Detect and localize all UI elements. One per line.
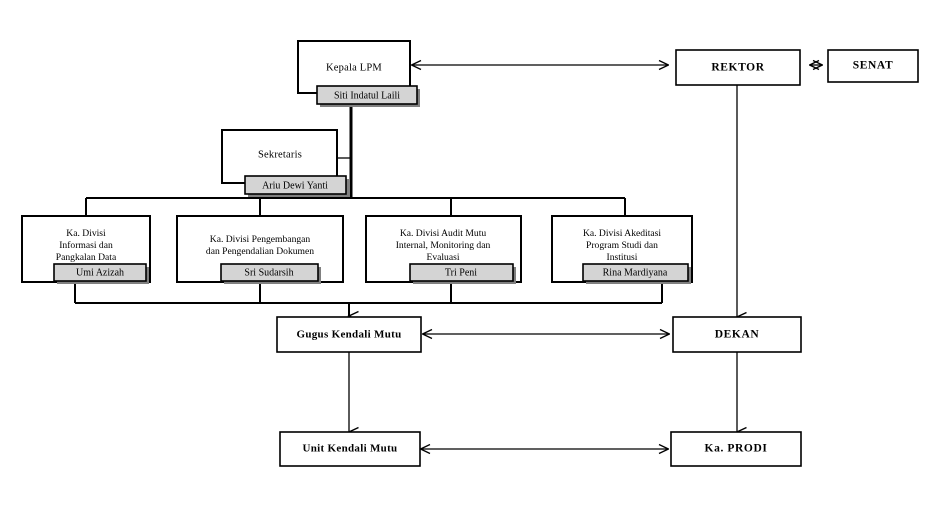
gugus-kendali-mutu-label: Gugus Kendali Mutu: [296, 329, 401, 341]
node-divisi-audit-mutu-internal[interactable]: Ka. Divisi Audit Mutu Internal, Monitori…: [365, 215, 522, 284]
divisi-1-person: Umi Azizah: [76, 267, 124, 278]
connector-division-distribution-bar: [85, 197, 626, 216]
node-ka-prodi[interactable]: Ka. PRODI: [670, 431, 802, 467]
node-divisi-pengembangan-pengendalian-dokumen[interactable]: Ka. Divisi Pengembangan dan Pengendalian…: [176, 215, 344, 284]
divisi-4-line2: Program Studi dan: [586, 240, 658, 251]
node-divisi-akreditasi-program-studi[interactable]: Ka. Divisi Akeditasi Program Studi dan I…: [551, 215, 693, 284]
divisi-4-line1: Ka. Divisi Akeditasi: [583, 228, 661, 239]
dekan-label: DEKAN: [715, 329, 760, 341]
kepala-lpm-label: Kepala LPM: [326, 62, 382, 73]
divisi-3-line3: Evaluasi: [426, 252, 459, 263]
divisi-3-line1: Ka. Divisi Audit Mutu: [400, 228, 487, 239]
sekretaris-label: Sekretaris: [258, 149, 302, 160]
connector-divisions-to-gugus: [74, 282, 663, 316]
rektor-label: REKTOR: [711, 62, 764, 74]
divisi-1-line3: Pangkalan Data: [56, 252, 117, 263]
divisi-1-line1: Ka. Divisi: [66, 228, 106, 239]
node-sekretaris[interactable]: Sekretaris Ariu Dewi Yanti: [221, 129, 349, 197]
node-kepala-lpm[interactable]: Kepala LPM Siti Indatul Laili: [297, 40, 420, 107]
divisi-3-line2: Internal, Monitoring dan: [396, 240, 491, 251]
divisi-2-line2: dan Pengendalian Dokumen: [206, 246, 314, 257]
node-dekan[interactable]: DEKAN: [672, 316, 802, 353]
ka-prodi-label: Ka. PRODI: [705, 443, 768, 455]
divisi-1-line2: Informasi dan: [59, 240, 113, 251]
node-rektor[interactable]: REKTOR: [675, 49, 801, 86]
sekretaris-person: Ariu Dewi Yanti: [262, 180, 328, 191]
node-gugus-kendali-mutu[interactable]: Gugus Kendali Mutu: [276, 316, 422, 353]
node-unit-kendali-mutu[interactable]: Unit Kendali Mutu: [279, 431, 421, 467]
unit-kendali-mutu-label: Unit Kendali Mutu: [303, 443, 398, 455]
senat-label: SENAT: [853, 60, 894, 72]
divisi-4-person: Rina Mardiyana: [603, 267, 668, 278]
node-senat[interactable]: SENAT: [827, 49, 919, 83]
divisi-3-person: Tri Peni: [445, 267, 477, 278]
divisi-4-line3: Institusi: [607, 252, 638, 263]
divisi-2-line1: Ka. Divisi Pengembangan: [210, 234, 311, 245]
divisi-2-person: Sri Sudarsih: [244, 267, 293, 278]
kepala-lpm-person: Siti Indatul Laili: [334, 90, 400, 101]
node-divisi-informasi-pangkalan-data[interactable]: Ka. Divisi Informasi dan Pangkalan Data …: [21, 215, 151, 284]
